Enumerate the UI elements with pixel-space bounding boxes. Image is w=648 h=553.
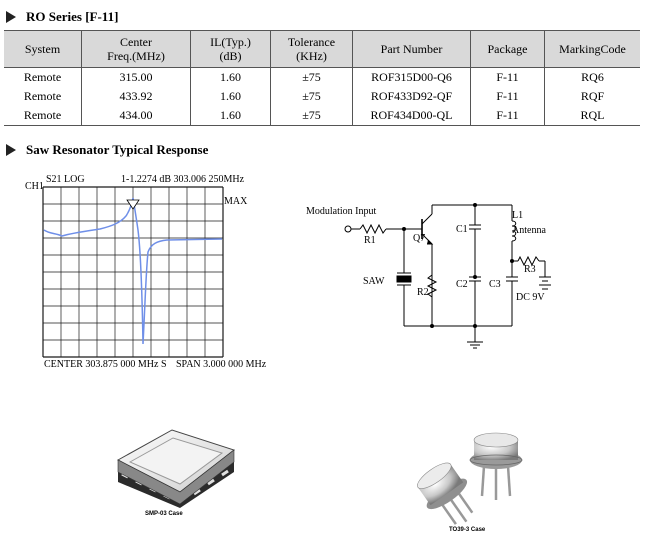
plot-grid: [42, 186, 224, 358]
resistor-r3-icon: [517, 255, 540, 267]
plot-marker-readout: 1-1.2274 dB 303.006 250MHz: [121, 174, 245, 185]
cell-marking-code: RQF: [544, 87, 640, 106]
cell-center-freq: 434.00: [81, 106, 191, 126]
circuit-label-saw: SAW: [363, 276, 385, 287]
circuit-schematic: [344, 203, 551, 349]
resistor-r2-icon: [426, 274, 438, 298]
circuit-label-q7: Q7: [413, 233, 426, 244]
cell-tolerance: ±75: [270, 87, 353, 106]
plot-span-label: SPAN 3.000 000 MHz: [176, 359, 267, 370]
header-part-number: Part Number: [352, 30, 471, 68]
table-row: Remote 315.00 1.60 ±75 ROF315D00-Q6 F-11…: [4, 67, 640, 87]
cell-center-freq: 315.00: [81, 67, 191, 87]
circuit-label-r3: R3: [524, 264, 536, 275]
inductor-l1-icon: [511, 220, 517, 242]
cell-center-freq: 433.92: [81, 87, 191, 106]
cell-il: 1.60: [190, 106, 271, 126]
cell-il: 1.60: [190, 87, 271, 106]
header-il: IL(Typ.)(dB): [190, 30, 271, 68]
circuit-label-c1: C1: [456, 224, 468, 235]
table-row: Remote 434.00 1.60 ±75 ROF434D00-QL F-11…: [4, 106, 640, 126]
to39-package-image: [417, 432, 523, 525]
cell-package: F-11: [470, 87, 545, 106]
cell-il: 1.60: [190, 67, 271, 87]
cell-marking-code: RQ6: [544, 67, 640, 87]
to39-caption: TO39-3 Case: [449, 527, 486, 533]
header-package: Package: [470, 30, 545, 68]
circuit-label-dc: DC 9V: [516, 292, 545, 303]
circuit-label-r1: R1: [364, 235, 376, 246]
header-tolerance: Tolerance(KHz): [270, 30, 353, 68]
circuit-label-c2: C2: [456, 279, 468, 290]
cell-package: F-11: [470, 106, 545, 126]
cell-marking-code: RQL: [544, 106, 640, 126]
cell-package: F-11: [470, 67, 545, 87]
smp-package-image: [116, 429, 236, 508]
cell-system: Remote: [4, 67, 82, 87]
marker-triangle-icon: [126, 199, 140, 210]
response-plot-svg: [42, 186, 224, 358]
circuit-label-l1: L1: [512, 210, 524, 221]
cell-part-number: ROF315D00-Q6: [352, 67, 471, 87]
input-terminal-icon: [344, 225, 352, 233]
section-title-saw-response: Saw Resonator Typical Response: [6, 142, 208, 158]
cell-tolerance: ±75: [270, 67, 353, 87]
plot-max-label: MAX: [224, 196, 248, 207]
cell-part-number: ROF433D92-QF: [352, 87, 471, 106]
saw-resonator-icon: [396, 275, 412, 283]
circuit-label-modulation-input: Modulation Input: [306, 206, 377, 217]
cell-system: Remote: [4, 87, 82, 106]
circuit-label-r2: R2: [417, 287, 429, 298]
section-title-text: RO Series [F-11]: [26, 9, 119, 24]
header-system: System: [4, 30, 82, 68]
cell-part-number: ROF434D00-QL: [352, 106, 471, 126]
table-row: Remote 433.92 1.60 ±75 ROF433D92-QF F-11…: [4, 87, 640, 106]
circuit-label-c3: C3: [489, 279, 501, 290]
section-bullet-icon: [6, 144, 16, 156]
resistor-r1-icon: [359, 223, 387, 235]
cell-tolerance: ±75: [270, 106, 353, 126]
circuit-label-antenna: Antenna: [512, 225, 546, 236]
cell-system: Remote: [4, 106, 82, 126]
section-title-text: Saw Resonator Typical Response: [26, 142, 209, 157]
plot-center-label: CENTER 303.875 000 MHz S: [44, 359, 167, 370]
smp-caption: SMP-03 Case: [145, 511, 183, 517]
header-marking-code: MarkingCode: [544, 30, 640, 68]
section-bullet-icon: [6, 11, 16, 23]
section-title-ro-series: RO Series [F-11]: [6, 9, 118, 25]
plot-scale-label: S21 LOG: [46, 174, 85, 185]
plot-channel-label: CH1: [25, 181, 44, 192]
